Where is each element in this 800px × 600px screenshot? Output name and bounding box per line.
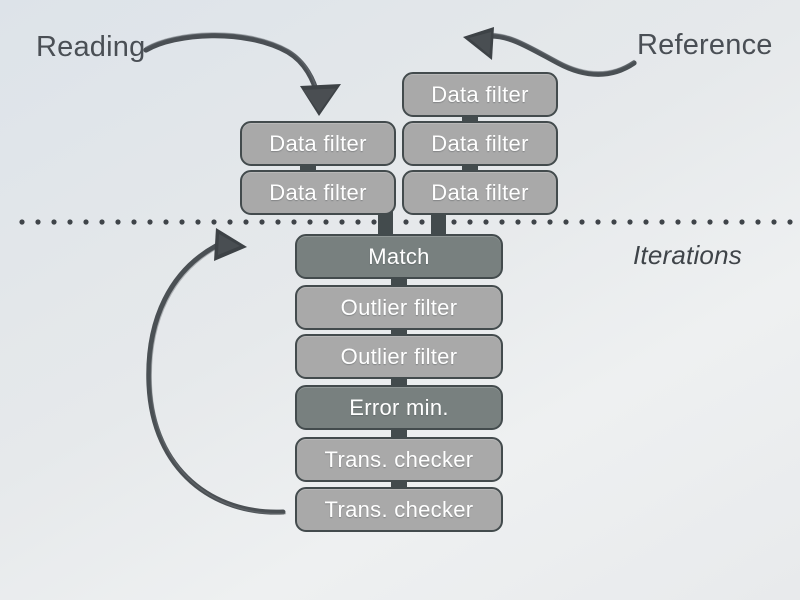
node-reading-data-filter-1[interactable]: Data filter xyxy=(240,121,396,166)
node-reference-data-filter-3[interactable]: Data filter xyxy=(402,170,558,215)
node-trans-checker-1[interactable]: Trans. checker xyxy=(295,437,503,482)
node-reading-data-filter-2[interactable]: Data filter xyxy=(240,170,396,215)
label-iterations: Iterations xyxy=(633,240,742,270)
reading-arrow xyxy=(143,32,341,116)
node-trans-checker-2[interactable]: Trans. checker xyxy=(295,487,503,532)
label-reference: Reference xyxy=(637,29,773,61)
node-reference-data-filter-2[interactable]: Data filter xyxy=(402,121,558,166)
node-reference-data-filter-1[interactable]: Data filter xyxy=(402,72,558,117)
feedback-arrow xyxy=(146,228,287,515)
node-outlier-filter-1[interactable]: Outlier filter xyxy=(295,285,503,330)
iterations-divider xyxy=(19,219,793,225)
node-outlier-filter-2[interactable]: Outlier filter xyxy=(295,334,503,379)
reference-arrow xyxy=(463,27,637,77)
node-match[interactable]: Match xyxy=(295,234,503,279)
node-error-min[interactable]: Error min. xyxy=(295,385,503,430)
label-reading: Reading xyxy=(36,31,146,63)
